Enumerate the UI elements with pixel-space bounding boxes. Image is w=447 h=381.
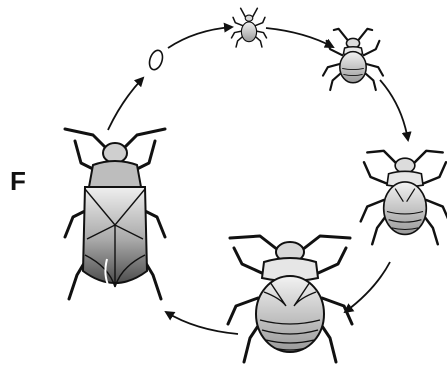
arrow-nymph1-to-nymph2 (266, 28, 333, 47)
nymph-2-icon (323, 29, 383, 90)
nymph-4-icon (228, 236, 352, 362)
egg-icon (147, 49, 165, 72)
nymph-1-icon (232, 8, 267, 47)
arrow-nymph2-to-nymph3 (380, 80, 408, 140)
arrow-adult-to-egg (108, 78, 143, 130)
panel-label: F (10, 168, 26, 194)
arrow-egg-to-nymph1 (168, 27, 232, 48)
nymph-3-icon (361, 151, 447, 244)
adult-bug-icon (65, 129, 165, 299)
arrow-nymph3-to-nymph4 (345, 262, 390, 312)
